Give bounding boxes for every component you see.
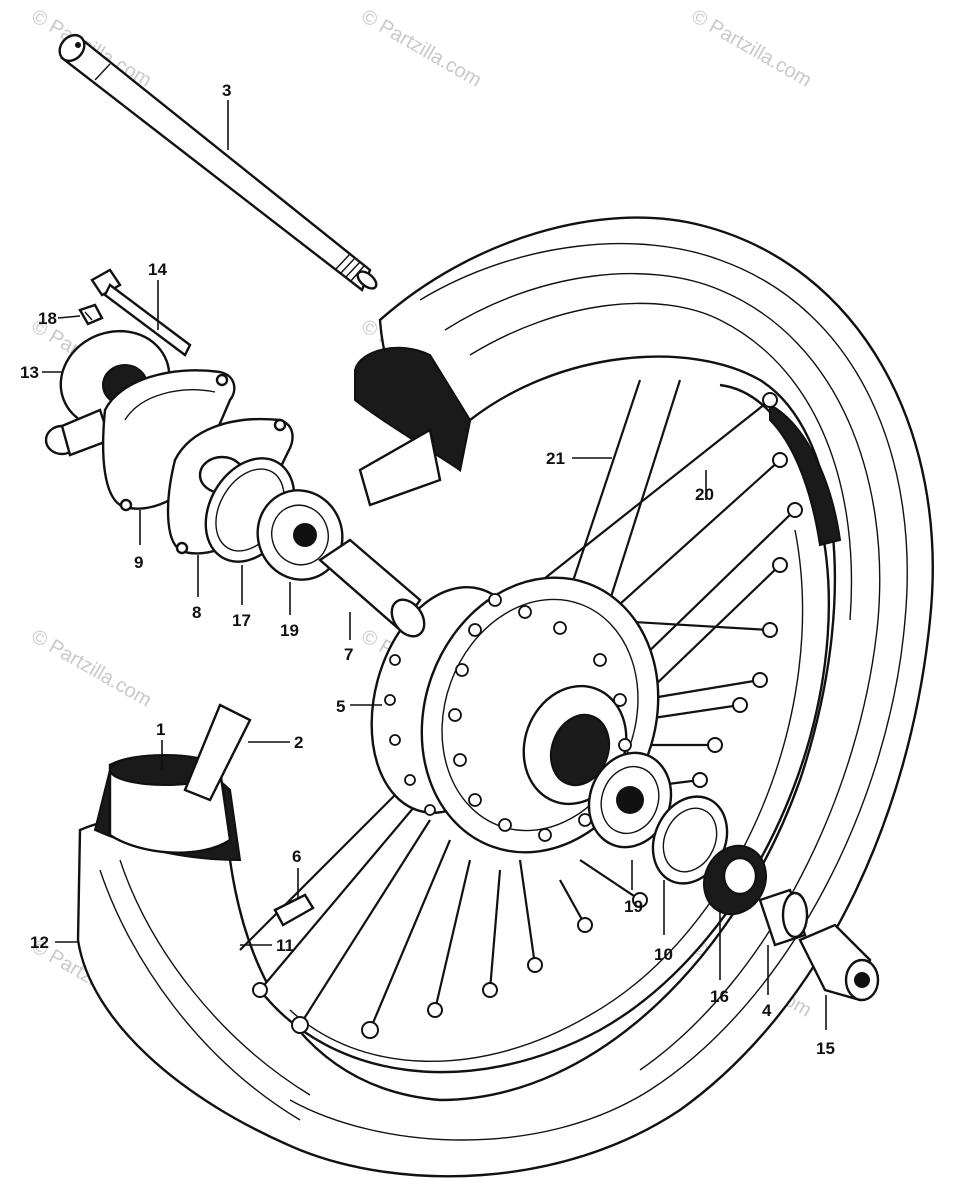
label-18: 18	[38, 309, 57, 328]
bolt-14	[90, 268, 192, 357]
label-4: 4	[762, 1001, 772, 1020]
label-12: 12	[30, 933, 49, 952]
watermark: © Partzilla.com	[358, 5, 486, 91]
axle	[58, 33, 378, 292]
hub	[370, 576, 660, 854]
callout-labels: 3 14 18 13 9 8 17 19 7 5 1 2 6 12 11 21 …	[20, 81, 835, 1058]
label-13: 13	[20, 363, 39, 382]
label-10: 10	[654, 945, 673, 964]
label-17: 17	[232, 611, 251, 630]
leader-lines	[42, 100, 827, 1030]
label-6: 6	[292, 847, 301, 866]
label-9: 9	[134, 553, 143, 572]
bolt-18	[78, 303, 104, 326]
label-11: 11	[276, 936, 294, 955]
rim-band	[183, 703, 252, 802]
watermark: © Partzilla.com	[688, 5, 816, 91]
label-5: 5	[336, 697, 345, 716]
oil-seal-16	[703, 844, 767, 916]
label-19-left: 19	[280, 621, 299, 640]
label-8: 8	[192, 603, 201, 622]
label-21: 21	[546, 449, 565, 468]
watermark: © Partzilla.com	[28, 625, 156, 711]
spacer-7	[318, 538, 426, 638]
label-20: 20	[695, 485, 714, 504]
label-15: 15	[816, 1039, 835, 1058]
label-1: 1	[156, 720, 165, 739]
label-19-right: 19	[624, 897, 643, 916]
axle-nut-15	[798, 923, 880, 1002]
label-2: 2	[294, 733, 303, 752]
distance-collar-10	[651, 795, 729, 885]
label-7: 7	[344, 645, 353, 664]
collar-4	[758, 888, 809, 947]
label-3: 3	[222, 81, 231, 100]
bearing-19-left	[256, 489, 344, 581]
label-14: 14	[148, 260, 167, 279]
spokes	[239, 379, 803, 1039]
valve-cap	[273, 893, 315, 927]
label-16: 16	[710, 987, 729, 1006]
